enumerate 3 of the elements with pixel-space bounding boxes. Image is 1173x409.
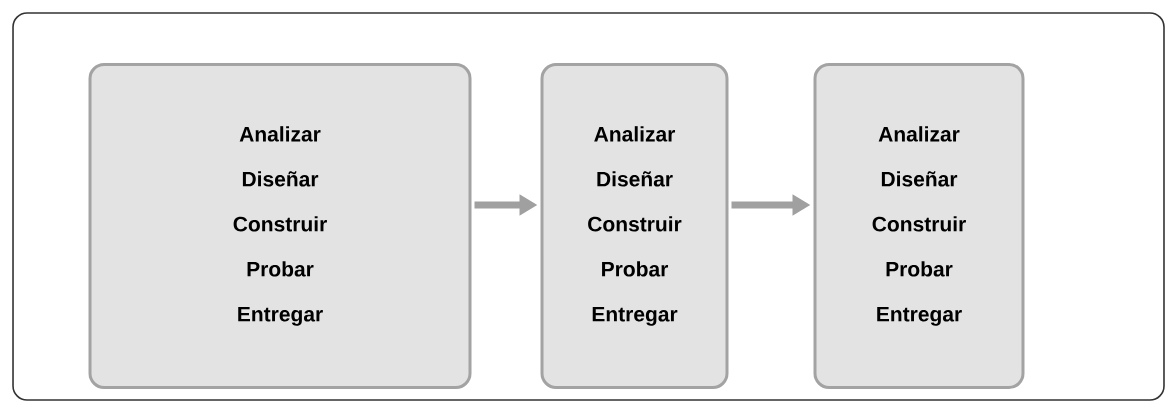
process-box: Analizar Diseñar Construir Probar Entregar (540, 63, 729, 389)
process-box: Analizar Diseñar Construir Probar Entregar (813, 63, 1025, 389)
process-box: Analizar Diseñar Construir Probar Entregar (88, 63, 472, 389)
